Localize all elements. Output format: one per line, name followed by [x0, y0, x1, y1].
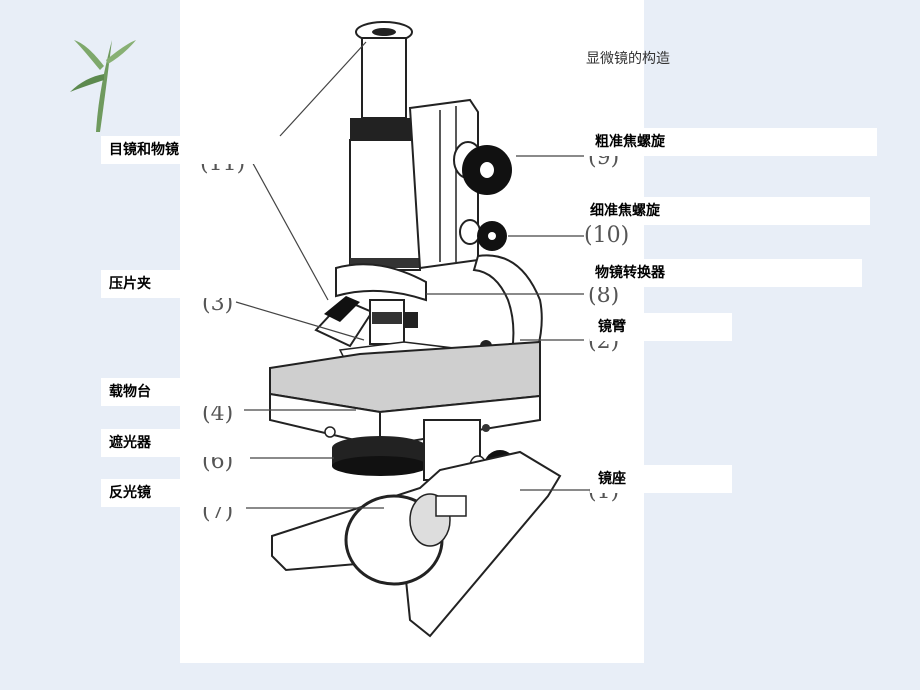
eyepiece: [355, 21, 413, 119]
slide-title: 显微镜的构造: [586, 51, 670, 67]
label-stage: 载物台: [101, 378, 235, 406]
callout-10: (10): [584, 223, 629, 248]
label-nosepiece: 物镜转换器: [587, 259, 862, 287]
leader-lines: [235, 41, 590, 509]
coarse-knob: [453, 141, 512, 195]
nosepiece: [314, 263, 427, 348]
label-mirror: 反光镜: [101, 479, 235, 507]
leader-line-3: [235, 301, 365, 341]
label-coarse-focus: 粗准焦螺旋: [587, 128, 877, 156]
label-stage-clip: 压片夹: [101, 270, 235, 298]
leader-line-1: [279, 41, 367, 137]
label-base: 镜座: [590, 465, 732, 493]
callout-8: (8): [588, 283, 619, 308]
label-diaphragm: 遮光器: [101, 429, 235, 457]
bamboo-leaf-icon: [70, 40, 136, 132]
label-fine-focus: 细准焦螺旋: [582, 197, 870, 225]
leader-line-11: [249, 157, 329, 301]
fine-knob: [459, 219, 507, 251]
diaphragm: [324, 426, 428, 476]
stage: [269, 340, 541, 448]
body-tube: [349, 118, 421, 271]
label-arm: 镜臂: [590, 313, 732, 341]
mirror: [344, 493, 467, 586]
label-eyepiece-objective: 目镜和物镜: [101, 136, 271, 164]
